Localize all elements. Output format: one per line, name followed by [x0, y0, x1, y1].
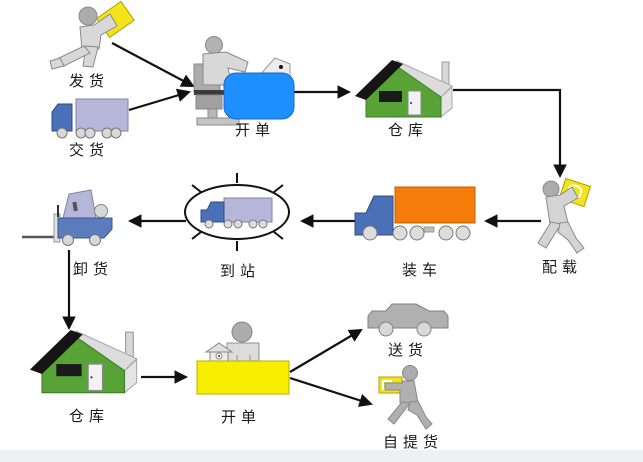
person-leg	[557, 221, 585, 254]
delivery-truck-icon	[51, 98, 129, 139]
truck-wheels	[56, 127, 122, 139]
label-stowage: 配载	[541, 258, 583, 276]
person-head	[78, 6, 98, 26]
counter-desk	[196, 360, 290, 395]
truck-trailer	[75, 98, 129, 132]
burst-ticks	[191, 173, 284, 251]
running-person-with-parcel-icon	[49, 0, 135, 70]
chair-seat	[194, 90, 230, 95]
label-unload: 卸货	[72, 260, 114, 278]
forklift-body	[57, 217, 113, 239]
person-head	[205, 36, 223, 54]
truck-wheels	[362, 225, 471, 241]
label-billing-2: 开单	[220, 408, 262, 426]
door-knob	[410, 102, 412, 104]
flow-arrows	[62, 42, 567, 407]
truck-wheels	[204, 219, 268, 229]
document-dot	[279, 65, 283, 69]
person-foot	[49, 57, 65, 70]
roof-left	[355, 60, 403, 100]
mast-post	[57, 205, 59, 217]
clerk-at-computer-icon	[193, 36, 295, 126]
arrow-billing2-to-selfpickup	[289, 376, 373, 407]
truck-hitch	[423, 226, 435, 233]
customer-carrying-parcel-icon	[378, 365, 433, 430]
cargo-truck-icon	[354, 186, 476, 241]
car-icon	[367, 303, 449, 337]
label-ship: 发货	[68, 72, 110, 90]
label-deliver: 交货	[68, 141, 110, 159]
label-send-out: 送货	[387, 341, 429, 359]
chair-foot	[196, 117, 240, 126]
clerk-head	[231, 321, 253, 343]
truck-arrival-burst-icon	[184, 173, 290, 251]
warehouse-icon	[29, 329, 138, 394]
person-head	[542, 180, 560, 198]
door	[407, 90, 422, 116]
arrow-billing2-to-sendout	[289, 328, 363, 373]
label-warehouse-2: 仓库	[68, 407, 110, 425]
car-body	[367, 303, 449, 329]
label-arrival: 到站	[219, 262, 261, 280]
truck-trailer	[223, 197, 273, 223]
car-wheels	[378, 321, 432, 337]
chimney	[441, 61, 450, 85]
person-leg	[537, 221, 562, 249]
person-body	[202, 51, 249, 86]
truck-cab	[51, 103, 73, 132]
service-counter-icon	[196, 321, 290, 395]
forklift-cab	[62, 189, 97, 219]
arrow-deliver-to-billing	[128, 88, 191, 112]
computer-screen	[223, 72, 295, 120]
counterweight	[94, 204, 108, 218]
window	[379, 91, 402, 102]
person-head	[402, 365, 418, 381]
driver	[72, 201, 78, 212]
mini-house-dot	[218, 355, 220, 357]
label-warehouse-1: 仓库	[387, 121, 429, 139]
arrow-warehouse-to-stowage	[453, 88, 567, 179]
forklift-icon	[22, 189, 113, 246]
chair-pedestal	[207, 108, 218, 119]
chair-base	[195, 94, 223, 110]
forklift-wheels	[62, 234, 101, 246]
arrow-ship-to-billing	[111, 42, 195, 87]
label-billing-1: 开单	[234, 121, 276, 139]
warehouse-icon	[355, 60, 453, 119]
label-self-pickup: 自提货	[382, 433, 444, 451]
person-body	[384, 380, 419, 404]
footer-strip	[0, 450, 643, 462]
person-leg	[407, 400, 433, 430]
person-leg	[387, 401, 411, 425]
worker-carrying-parcel-icon	[537, 177, 592, 254]
truck-trailer-orange	[394, 186, 476, 224]
label-load-truck: 装车	[401, 261, 443, 279]
